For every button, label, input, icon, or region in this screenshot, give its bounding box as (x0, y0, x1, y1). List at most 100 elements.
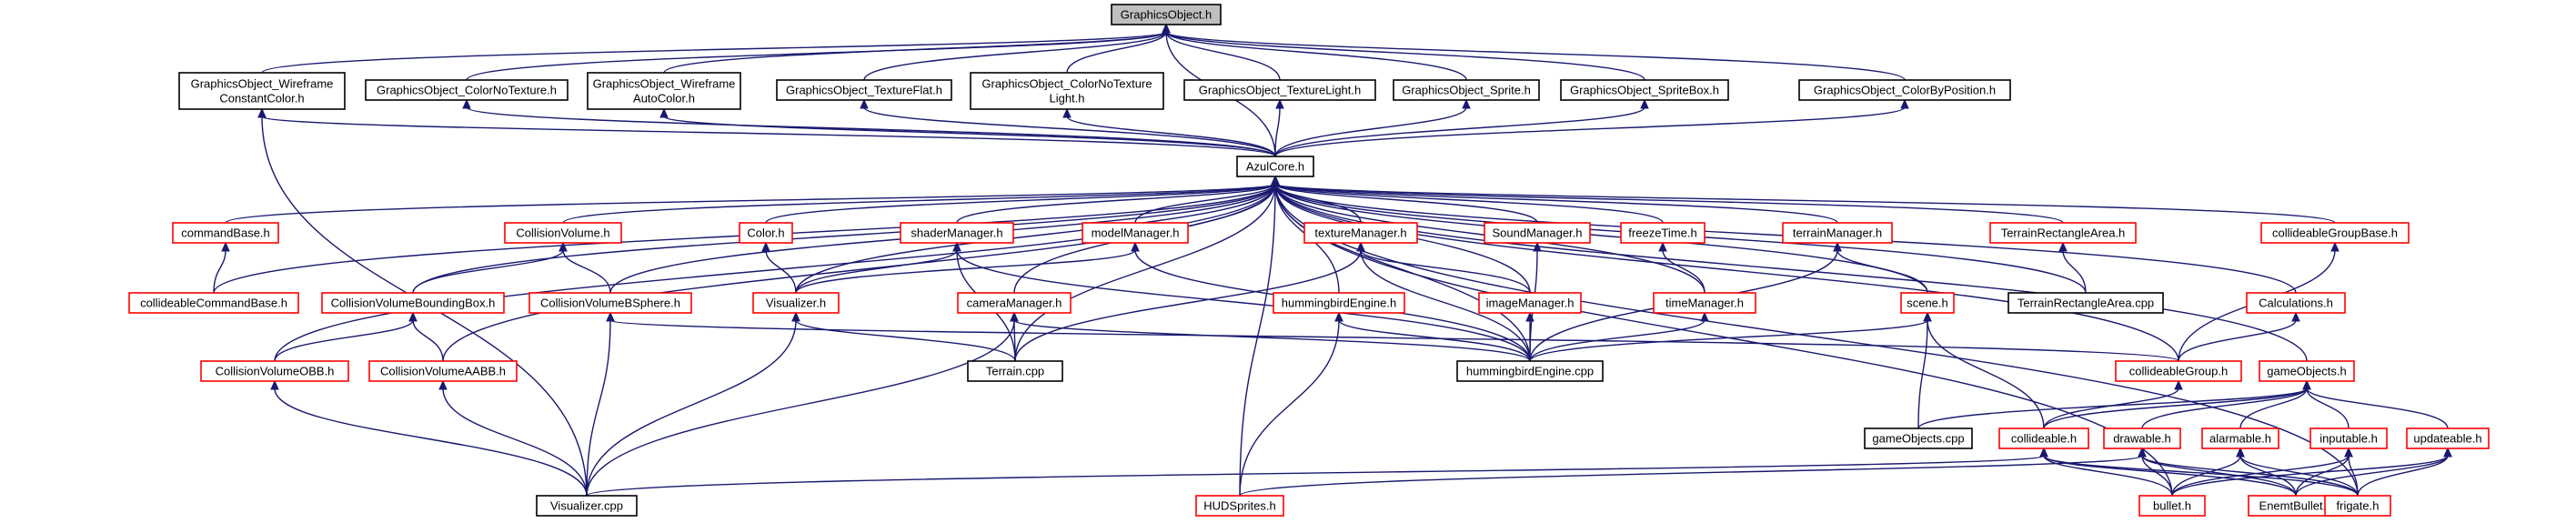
node-box[interactable] (1393, 79, 1540, 101)
node-box[interactable] (1998, 427, 2089, 449)
graph-node-hummingbird-h[interactable]: hummingbirdEngine.h (1273, 292, 1405, 314)
node-box[interactable] (2246, 292, 2346, 314)
graph-node-cv-obb[interactable]: CollisionVolumeOBB.h (200, 360, 349, 382)
graph-node-alarmable[interactable]: alarmable.h (2201, 427, 2279, 449)
graph-node-soundmanager[interactable]: SoundManager.h (1484, 222, 1591, 244)
node-box[interactable] (368, 360, 518, 382)
graph-node-timemanager[interactable]: timeManager.h (1653, 292, 1756, 314)
node-box[interactable] (957, 292, 1072, 314)
node-box[interactable] (967, 360, 1063, 382)
node-box[interactable] (776, 79, 952, 101)
node-box[interactable] (2115, 360, 2242, 382)
node-box[interactable] (2007, 292, 2164, 314)
node-box[interactable] (587, 72, 741, 110)
graph-node-graphicsobject[interactable]: GraphicsObject.h (1111, 4, 1222, 25)
graph-node-inputable[interactable]: inputable.h (2309, 427, 2388, 449)
node-box[interactable] (2259, 360, 2355, 382)
graph-node-texturemanager[interactable]: textureManager.h (1303, 222, 1418, 244)
node-box[interactable] (1111, 4, 1222, 25)
node-box[interactable] (2201, 427, 2279, 449)
node-box[interactable] (1989, 222, 2137, 244)
graph-node-cv-aabb[interactable]: CollisionVolumeAABB.h (368, 360, 518, 382)
graph-node-collisionvolume[interactable]: CollisionVolume.h (504, 222, 622, 244)
node-box[interactable] (752, 292, 840, 314)
node-box[interactable] (1273, 292, 1405, 314)
node-box[interactable] (1303, 222, 1418, 244)
node-box[interactable] (2309, 427, 2388, 449)
graph-node-color[interactable]: Color.h (739, 222, 793, 244)
graph-node-shadermanager[interactable]: shaderManager.h (900, 222, 1014, 244)
graph-node-cv-bsphere[interactable]: CollisionVolumeBSphere.h (528, 292, 692, 314)
node-box[interactable] (970, 72, 1164, 110)
graph-node-calculations[interactable]: Calculations.h (2246, 292, 2346, 314)
node-box[interactable] (1183, 79, 1376, 101)
graph-node-go-sprite[interactable]: GraphicsObject_Sprite.h (1393, 79, 1540, 101)
node-box[interactable] (900, 222, 1014, 244)
graph-node-terrainrectarea-cpp[interactable]: TerrainRectangleArea.cpp (2007, 292, 2164, 314)
graph-node-go-colornotex[interactable]: GraphicsObject_ColorNoTexture.h (365, 79, 569, 101)
graph-node-scene[interactable]: scene.h (1900, 292, 1955, 314)
node-box[interactable] (2260, 222, 2410, 244)
graph-node-collidecmdbase[interactable]: collideableCommandBase.h (128, 292, 299, 314)
node-box[interactable] (1236, 156, 1314, 177)
node-box[interactable] (172, 222, 279, 244)
node-box[interactable] (1484, 222, 1591, 244)
node-box[interactable] (1653, 292, 1756, 314)
graph-node-collideable[interactable]: collideable.h (1998, 427, 2089, 449)
node-box[interactable] (321, 292, 505, 314)
graph-node-terrain-cpp[interactable]: Terrain.cpp (967, 360, 1063, 382)
graph-node-azulcore[interactable]: AzulCore.h (1236, 156, 1314, 177)
graph-node-go-texlight[interactable]: GraphicsObject_TextureLight.h (1183, 79, 1376, 101)
graph-node-cv-boundingbox[interactable]: CollisionVolumeBoundingBox.h (321, 292, 505, 314)
node-box[interactable] (2138, 495, 2206, 517)
graph-node-imagemanager[interactable]: imageManager.h (1478, 292, 1582, 314)
node-box[interactable] (178, 72, 346, 110)
graph-node-enemtbullet[interactable]: EnemtBullet.h (2248, 495, 2344, 517)
node-box[interactable] (2406, 427, 2490, 449)
graph-node-collidegroup[interactable]: collideableGroup.h (2115, 360, 2242, 382)
node-box[interactable] (1798, 79, 2011, 101)
node-box[interactable] (128, 292, 299, 314)
node-box[interactable] (1864, 427, 1973, 449)
node-box[interactable] (739, 222, 793, 244)
graph-node-updateable[interactable]: updateable.h (2406, 427, 2490, 449)
node-box[interactable] (528, 292, 692, 314)
graph-node-cameramanager[interactable]: cameraManager.h (957, 292, 1072, 314)
graph-node-drawable[interactable]: drawable.h (2103, 427, 2181, 449)
node-box[interactable] (1195, 495, 1284, 517)
graph-node-freezetime[interactable]: freezeTime.h (1620, 222, 1706, 244)
node-box[interactable] (2324, 495, 2391, 517)
graph-node-gameobjects-cpp[interactable]: gameObjects.cpp (1864, 427, 1973, 449)
graph-node-terrainrectarea-h[interactable]: TerrainRectangleArea.h (1989, 222, 2137, 244)
node-box[interactable] (2103, 427, 2181, 449)
graph-node-gameobjects-h[interactable]: gameObjects.h (2259, 360, 2355, 382)
graph-node-go-spritebox[interactable]: GraphicsObject_SpriteBox.h (1560, 79, 1729, 101)
graph-node-go-texflat[interactable]: GraphicsObject_TextureFlat.h (776, 79, 952, 101)
graph-node-frigate[interactable]: frigate.h (2324, 495, 2391, 517)
graph-node-bullet[interactable]: bullet.h (2138, 495, 2206, 517)
graph-node-hudsprites[interactable]: HUDSprites.h (1195, 495, 1284, 517)
node-box[interactable] (1478, 292, 1582, 314)
node-box[interactable] (1456, 360, 1604, 382)
node-box[interactable] (1900, 292, 1955, 314)
graph-node-visualizer-h[interactable]: Visualizer.h (752, 292, 840, 314)
node-box[interactable] (1082, 222, 1189, 244)
graph-node-commandbase[interactable]: commandBase.h (172, 222, 279, 244)
node-box[interactable] (536, 495, 638, 517)
node-box[interactable] (365, 79, 569, 101)
node-box[interactable] (1560, 79, 1729, 101)
node-box[interactable] (1620, 222, 1706, 244)
graph-node-hummingbird-cpp[interactable]: hummingbirdEngine.cpp (1456, 360, 1604, 382)
node-box[interactable] (504, 222, 622, 244)
graph-node-collidegroupbase[interactable]: collideableGroupBase.h (2260, 222, 2410, 244)
graph-node-go-colorbypos[interactable]: GraphicsObject_ColorByPosition.h (1798, 79, 2011, 101)
graph-node-visualizer-cpp[interactable]: Visualizer.cpp (536, 495, 638, 517)
node-box[interactable] (200, 360, 349, 382)
node-box[interactable] (1782, 222, 1893, 244)
graph-node-terrainmanager[interactable]: terrainManager.h (1782, 222, 1893, 244)
node-label: CollisionVolumeBSphere.h (540, 297, 680, 310)
graph-node-modelmanager[interactable]: modelManager.h (1082, 222, 1189, 244)
